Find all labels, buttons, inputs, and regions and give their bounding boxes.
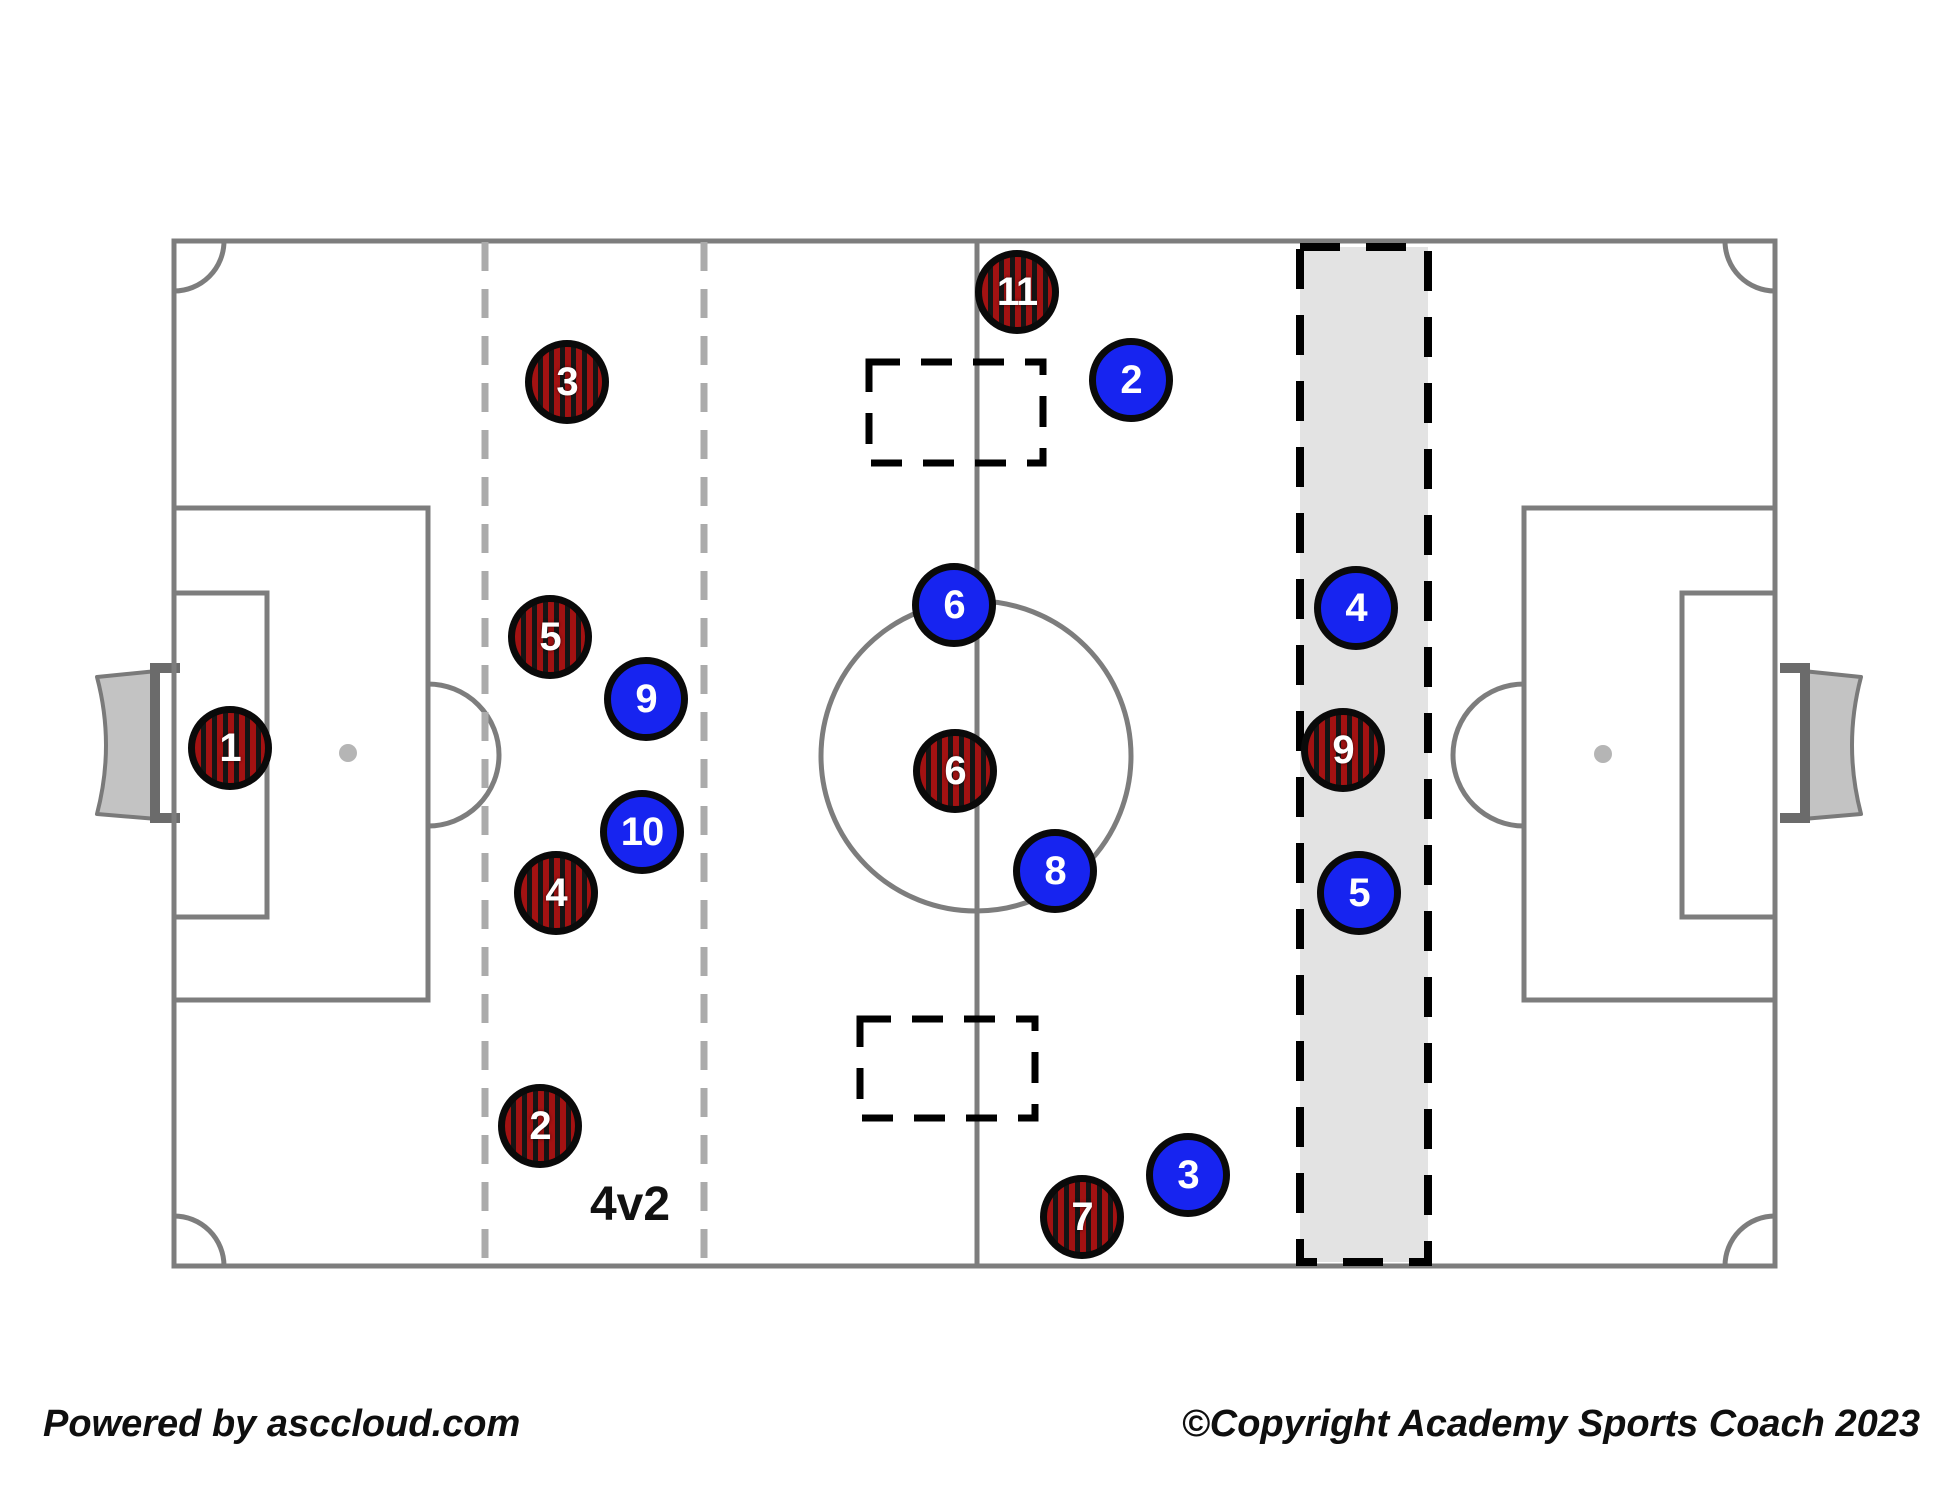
player-number: 11	[996, 270, 1038, 314]
player-number: 6	[943, 583, 965, 627]
player-number: 5	[539, 615, 561, 659]
player-red-6[interactable]: 6	[913, 729, 997, 813]
player-red-4[interactable]: 4	[514, 851, 598, 935]
player-red-7[interactable]: 7	[1040, 1175, 1124, 1259]
player-blue-2[interactable]: 2	[1089, 338, 1173, 422]
player-blue-9[interactable]: 9	[604, 657, 688, 741]
goal-crossbar-bottom-right	[1780, 813, 1810, 823]
penalty-arc-left	[427, 681, 502, 829]
powered-by-text: Powered by asccloud.com	[43, 1403, 521, 1445]
player-number: 7	[1071, 1195, 1093, 1239]
penalty-area-right	[1521, 505, 1778, 1003]
player-red-3[interactable]: 3	[525, 340, 609, 424]
player-red-5[interactable]: 5	[508, 595, 592, 679]
exercise-label[interactable]: 4v2	[589, 1178, 671, 1231]
player-number: 8	[1044, 849, 1066, 893]
player-red-1[interactable]: 1	[188, 706, 272, 790]
player-number: 5	[1348, 871, 1370, 915]
player-number: 2	[529, 1104, 551, 1148]
goal-crossbar-bottom-left	[150, 813, 180, 823]
penalty-spot-left	[339, 744, 357, 762]
player-number: 6	[944, 749, 966, 793]
player-number: 3	[1177, 1153, 1199, 1197]
corner-arc-bottom-right	[1722, 1213, 1776, 1267]
goal-crossbar-top-right	[1780, 663, 1810, 673]
player-number: 2	[1120, 358, 1142, 402]
goal-net-left	[95, 669, 159, 821]
goal-area-right	[1679, 590, 1778, 920]
dashed-box-top[interactable]	[865, 358, 1047, 467]
player-number: 10	[620, 810, 664, 854]
goal-post-right	[1800, 663, 1810, 823]
player-number: 3	[556, 360, 578, 404]
pitch-markings	[95, 238, 1863, 1269]
corner-arc-top-left	[173, 240, 227, 294]
player-blue-8[interactable]: 8	[1013, 829, 1097, 913]
player-number: 4	[1345, 586, 1367, 630]
player-blue-5[interactable]: 5	[1317, 851, 1401, 935]
goal-net-right	[1801, 669, 1863, 821]
player-number: 9	[635, 677, 657, 721]
goal-post-left	[150, 663, 160, 823]
player-blue-6[interactable]: 6	[912, 563, 996, 647]
copyright-text: ©Copyright Academy Sports Coach 2023	[1181, 1403, 1920, 1445]
player-red-11[interactable]: 11	[975, 250, 1059, 334]
corner-arc-bottom-left	[173, 1213, 227, 1267]
player-number: 9	[1332, 728, 1354, 772]
player-number: 4	[545, 871, 567, 915]
corner-arc-top-right	[1722, 240, 1776, 294]
player-blue-3[interactable]: 3	[1146, 1133, 1230, 1217]
penalty-spot-right	[1594, 745, 1612, 763]
player-red-2[interactable]: 2	[498, 1084, 582, 1168]
player-blue-10[interactable]: 10	[600, 790, 684, 874]
player-blue-4[interactable]: 4	[1314, 566, 1398, 650]
penalty-arc-right	[1450, 681, 1525, 829]
goal-crossbar-top-left	[150, 663, 180, 673]
player-number: 1	[219, 726, 241, 770]
player-red-9[interactable]: 9	[1301, 708, 1385, 792]
dashed-box-bottom[interactable]	[856, 1015, 1039, 1122]
